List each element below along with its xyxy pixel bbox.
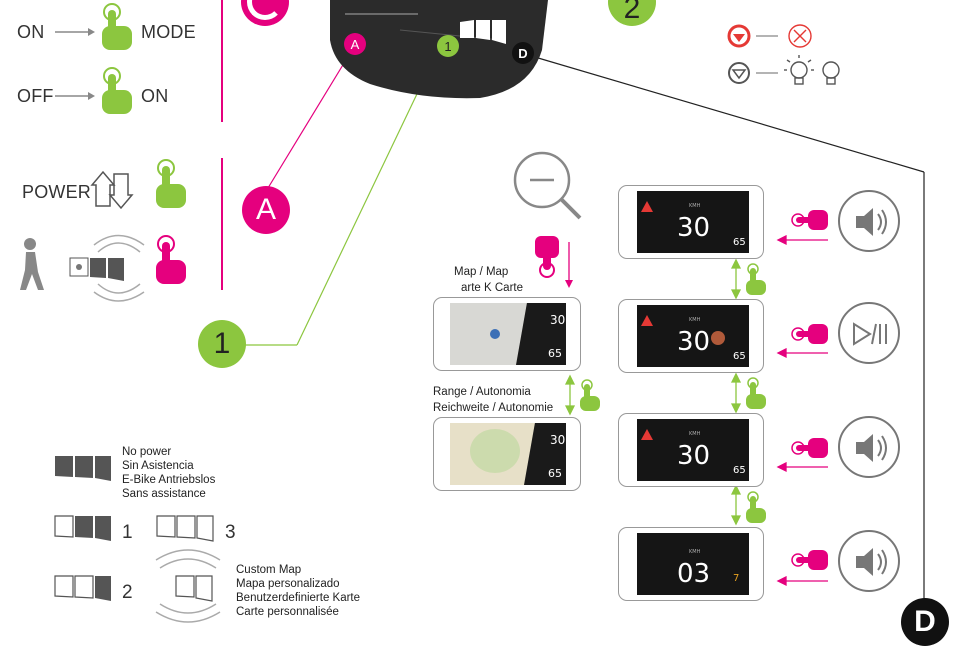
tap-hand-icon <box>98 66 134 121</box>
speaker-icon <box>856 208 887 236</box>
legend-line: No power <box>122 446 172 458</box>
badge-d-big: D <box>901 598 949 646</box>
map-label-2: arte K Carte <box>461 282 523 294</box>
legend-line: Custom Map <box>236 564 302 576</box>
dashboard-screen: KMH 03 7 <box>637 533 749 595</box>
power-updown-icon <box>90 170 134 210</box>
press-hand-icon <box>790 434 830 465</box>
dashboard-phone-1: KMH 30 65 <box>618 185 764 259</box>
badge-a-small: A <box>344 33 366 55</box>
range-label-1: Range / Autonomia <box>433 386 531 398</box>
light-bulb-on-icon <box>784 55 814 85</box>
dashboard-phone-4: KMH 03 7 <box>618 527 764 601</box>
level-2-label: 2 <box>122 582 133 603</box>
swipe-hand-icon <box>744 262 768 301</box>
legend-line: Sans assistance <box>122 488 206 500</box>
map-screen: 30 65 <box>450 303 566 365</box>
level-1-bars <box>54 515 111 541</box>
legend-line: Benutzerdefinierte Karte <box>236 592 361 604</box>
on-label: ON <box>17 22 45 42</box>
legend-line: Sin Asistencia <box>122 460 194 472</box>
album-art <box>711 331 725 345</box>
custom-map-bars <box>155 549 221 623</box>
tap-hand-icon <box>152 158 188 215</box>
level-1-label: 1 <box>122 522 133 543</box>
dashboard-screen: KMH 30 65 <box>637 191 749 253</box>
map-side: 65 <box>548 347 562 360</box>
press-hand-icon <box>790 206 830 237</box>
play-pause-icon <box>853 322 887 346</box>
lock-icon <box>727 24 751 48</box>
warning-icon <box>641 201 653 212</box>
map-speed: 30 <box>550 313 566 327</box>
walk-mode-bars <box>69 234 145 302</box>
dashboard-phone-3: KMH 30 65 <box>618 413 764 487</box>
badge-a-big: A <box>242 186 290 234</box>
dashboard-phone-2: KMH 30 65 <box>618 299 764 373</box>
unlock-icon <box>728 62 750 84</box>
legend-line: E-Bike Antriebslos <box>122 474 216 486</box>
on-label-2: ON <box>141 86 169 106</box>
range-speed: 30 <box>550 433 566 447</box>
range-side: 65 <box>548 467 562 480</box>
range-screen: 30 65 <box>450 423 566 485</box>
legend-line: Carte personnalisée <box>236 606 339 618</box>
light-bulb-off-icon <box>822 61 840 85</box>
level-2-bars <box>54 575 111 601</box>
speaker-icon <box>856 434 887 462</box>
level-3-label: 3 <box>225 522 236 543</box>
tap-hand-icon <box>533 234 565 285</box>
swipe-hand-icon <box>744 376 768 415</box>
volume-button[interactable] <box>838 416 900 478</box>
warning-icon <box>641 429 653 440</box>
swipe-hand-icon <box>744 490 768 529</box>
walking-person-icon <box>20 238 44 290</box>
swipe-hand-icon <box>578 378 602 417</box>
volume-button[interactable] <box>838 530 900 592</box>
power-label: POWER <box>22 182 92 202</box>
off-label: OFF <box>17 86 54 106</box>
press-hand-icon <box>790 546 830 577</box>
dashboard-screen: KMH 30 65 <box>637 305 749 367</box>
no-power-legend: No power Sin Asistencia E-Bike Antriebsl… <box>122 445 215 501</box>
badge-one-small: 1 <box>437 35 459 57</box>
dashboard-screen: KMH 30 65 <box>637 419 749 481</box>
legend-line: Mapa personalizado <box>236 578 340 590</box>
level-3-bars <box>156 515 214 542</box>
press-hand-icon <box>790 320 830 351</box>
range-label-2: Reichweite / Autonomie <box>433 402 554 414</box>
speaker-icon <box>856 548 887 576</box>
tap-hand-icon <box>152 234 188 291</box>
map-phone: 30 65 <box>433 297 581 371</box>
zoom-out-icon <box>513 151 582 220</box>
range-phone: 30 65 <box>433 417 581 491</box>
mode-label: MODE <box>141 22 196 42</box>
custom-map-legend: Custom Map Mapa personalizado Benutzerde… <box>236 563 360 619</box>
play-pause-button[interactable] <box>838 302 900 364</box>
cancel-icon <box>788 24 812 48</box>
badge-d-small: D <box>512 42 534 64</box>
tap-hand-icon <box>98 2 134 57</box>
map-label-1: Map / Map <box>454 266 509 278</box>
no-power-bars <box>55 456 111 481</box>
volume-button[interactable] <box>838 190 900 252</box>
badge-one-big: 1 <box>198 320 246 368</box>
warning-icon <box>641 315 653 326</box>
